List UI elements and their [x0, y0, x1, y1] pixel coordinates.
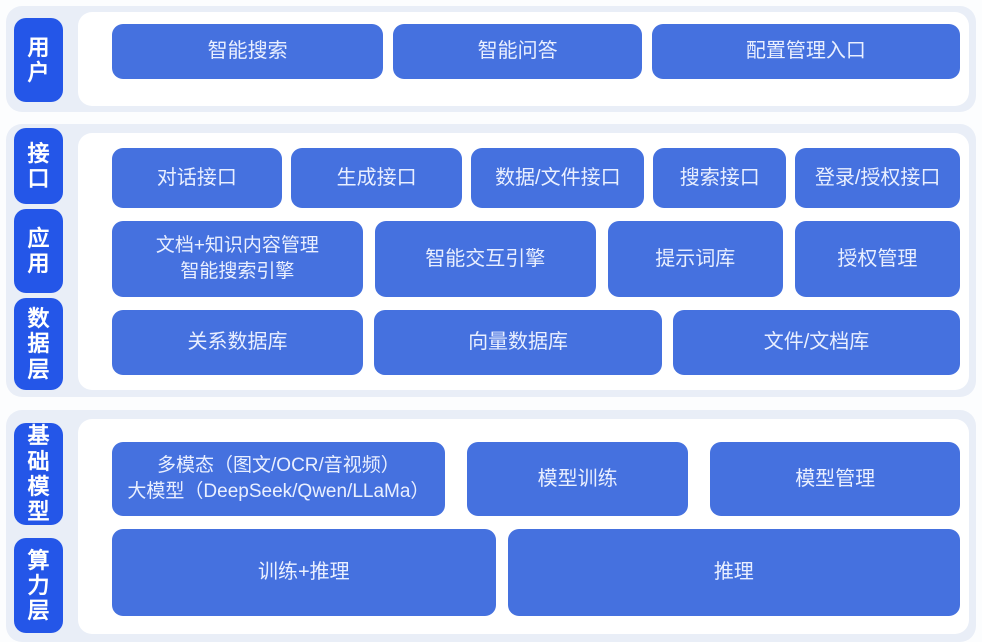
- block-label: 训练+推理: [257, 561, 350, 583]
- block-label: 数据/文件接口: [495, 166, 621, 189]
- block-smart-search: 智能搜索: [112, 24, 384, 79]
- block-label: 搜索接口: [679, 166, 760, 189]
- foundation-model-row: 多模态（图文/OCR/音视频） 大模型（DeepSeek/Qwen/LLaMa）…: [112, 442, 960, 516]
- block-label: 生成接口: [336, 166, 417, 189]
- layer-tab-label: 数据层: [27, 306, 50, 382]
- block-vector-database: 向量数据库: [374, 310, 663, 375]
- block-label: 关系数据库: [187, 331, 288, 353]
- block-model-training: 模型训练: [466, 442, 689, 516]
- block-training-plus-inference: 训练+推理: [112, 529, 496, 616]
- section-interface-application-data: 接口 应用 数据层 对话接口 生成接口 数据/文件接口 搜索接口 登录/授权接口…: [6, 124, 976, 397]
- block-label: 登录/授权接口: [814, 166, 941, 189]
- layer-tab-foundation-model: 基础模型: [14, 423, 63, 525]
- data-layer-row: 关系数据库 向量数据库 文件/文档库: [112, 310, 960, 375]
- block-label: 智能搜索: [207, 40, 288, 62]
- block-auth-management: 授权管理: [794, 221, 960, 297]
- block-doc-knowledge-search-engine: 文档+知识内容管理 智能搜索引擎: [112, 221, 363, 297]
- block-label: 配置管理入口: [745, 40, 866, 62]
- block-label: 模型训练: [537, 467, 618, 490]
- layer-tab-column: 接口 应用 数据层: [14, 128, 63, 390]
- block-label: 多模态（图文/OCR/音视频） 大模型（DeepSeek/Qwen/LLaMa）: [127, 455, 430, 502]
- layer-tab-data: 数据层: [14, 298, 63, 390]
- layer-tab-label: 用户: [27, 34, 50, 85]
- layer-tab-interface: 接口: [14, 128, 63, 204]
- block-model-management: 模型管理: [710, 442, 960, 516]
- block-label: 智能问答: [477, 40, 558, 62]
- block-config-management-entry: 配置管理入口: [651, 24, 960, 79]
- block-relational-database: 关系数据库: [112, 310, 364, 375]
- block-label: 提示词库: [655, 247, 736, 270]
- foundation-model-compute-panel: 多模态（图文/OCR/音视频） 大模型（DeepSeek/Qwen/LLaMa）…: [78, 419, 969, 634]
- block-prompt-library: 提示词库: [607, 221, 783, 297]
- section-user-layer: 用户 智能搜索 智能问答 配置管理入口: [6, 6, 976, 112]
- user-layer-panel: 智能搜索 智能问答 配置管理入口: [78, 12, 969, 106]
- application-row: 文档+知识内容管理 智能搜索引擎 智能交互引擎 提示词库 授权管理: [112, 221, 960, 297]
- block-label: 向量数据库: [468, 331, 569, 353]
- block-smart-qa: 智能问答: [393, 24, 642, 79]
- layer-tab-compute: 算力层: [14, 538, 63, 633]
- block-label: 文档+知识内容管理 智能搜索引擎: [155, 235, 319, 282]
- layer-tab-user: 用户: [14, 18, 63, 102]
- block-label: 推理: [713, 561, 754, 583]
- block-inference: 推理: [507, 529, 960, 616]
- block-data-file-api: 数据/文件接口: [471, 148, 645, 208]
- layer-tab-label: 算力层: [27, 547, 50, 624]
- block-search-api: 搜索接口: [653, 148, 787, 208]
- user-layer-row: 智能搜索 智能问答 配置管理入口: [112, 24, 960, 79]
- interface-row: 对话接口 生成接口 数据/文件接口 搜索接口 登录/授权接口: [112, 148, 960, 208]
- block-label: 模型管理: [795, 467, 876, 490]
- block-label: 授权管理: [837, 247, 918, 270]
- block-label: 对话接口: [156, 166, 237, 189]
- block-label: 智能交互引擎: [425, 247, 546, 270]
- block-multimodal-large-model: 多模态（图文/OCR/音视频） 大模型（DeepSeek/Qwen/LLaMa）: [112, 442, 445, 516]
- compute-layer-row: 训练+推理 推理: [112, 529, 960, 616]
- layer-tab-application: 应用: [14, 209, 63, 293]
- block-login-auth-api: 登录/授权接口: [795, 148, 960, 208]
- layer-tab-label: 接口: [27, 140, 50, 191]
- block-file-document-store: 文件/文档库: [673, 310, 960, 375]
- layer-tab-column: 基础模型 算力层: [14, 423, 63, 633]
- block-label: 文件/文档库: [763, 331, 870, 353]
- block-generation-api: 生成接口: [290, 148, 463, 208]
- interface-application-data-panel: 对话接口 生成接口 数据/文件接口 搜索接口 登录/授权接口 文档+知识内容管理…: [78, 133, 969, 390]
- layer-tab-column: 用户: [14, 18, 63, 102]
- section-foundation-model-compute: 基础模型 算力层 多模态（图文/OCR/音视频） 大模型（DeepSeek/Qw…: [6, 410, 976, 642]
- layer-tab-label: 基础模型: [27, 423, 50, 525]
- layer-tab-label: 应用: [27, 225, 50, 276]
- block-dialog-api: 对话接口: [112, 148, 282, 208]
- block-interaction-engine: 智能交互引擎: [374, 221, 596, 297]
